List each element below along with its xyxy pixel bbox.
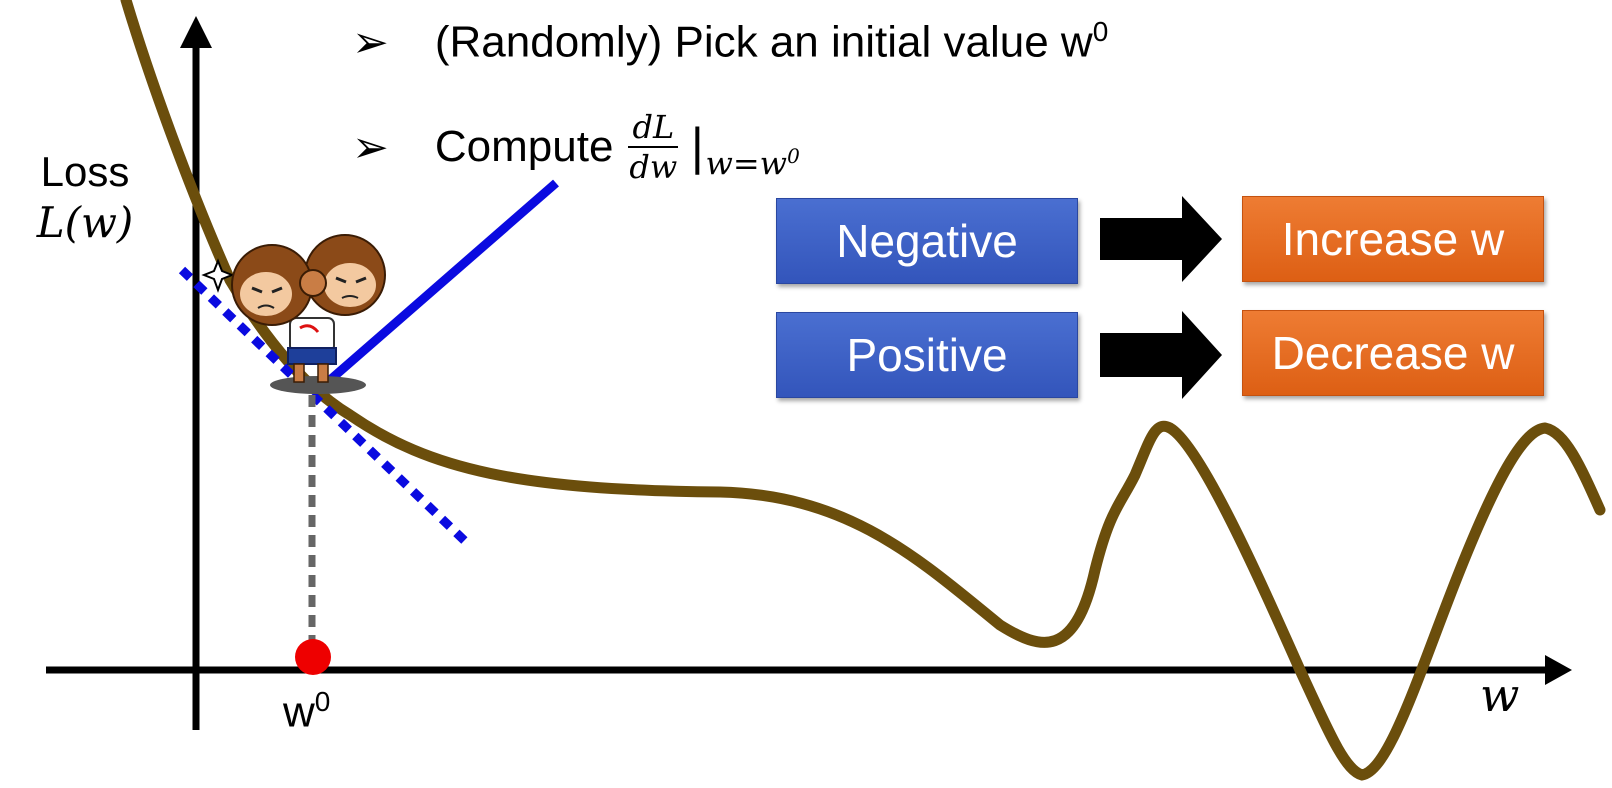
initial-point-marker [295,639,331,675]
negative-box: Negative [776,198,1078,284]
bullet-step-1: ➢ (Randomly) Pick an initial value w0 [352,16,1108,68]
initial-point-label-superscript: 0 [314,686,331,717]
y-axis-arrowhead [180,16,212,48]
increase-w-box: Increase w [1242,196,1544,282]
decrease-w-box: Decrease w [1242,310,1544,396]
tangent-line-dotted [178,266,470,546]
y-axis-label-line-2: L(w) [36,198,134,247]
step-1-text: (Randomly) Pick an initial value w [434,17,1093,67]
gradient-direction-line [327,179,559,384]
initial-point-label: w0 [283,686,331,737]
bullet-marker: ➢ [352,17,389,67]
bullet-step-2: ➢ Compute dL dw | w=w0 [352,104,800,190]
bullet-marker: ➢ [352,122,389,172]
y-axis-label-line-1: Loss [40,148,130,195]
evaluation-bar: | [689,119,706,175]
right-arrow-icon [1100,311,1222,399]
derivative-fraction: dL dw [625,108,681,186]
fraction-numerator: dL [628,108,679,148]
step-1-superscript: 0 [1092,16,1109,47]
positive-box: Positive [776,312,1078,398]
loss-curve [120,0,1606,781]
fraction-denominator: dw [629,148,678,186]
x-axis-arrowhead [1545,655,1572,685]
sparkle-icon [201,258,235,293]
y-axis-label: Loss L(w) [20,148,150,247]
step-2-text: Compute [434,122,614,171]
right-arrow-icon [1100,196,1222,282]
evaluation-subscript-superscript: 0 [787,143,800,168]
cartoon-monkey-icon [231,234,386,394]
x-axis-label: w [1480,668,1520,722]
evaluation-subscript: w=w0 [705,143,800,183]
